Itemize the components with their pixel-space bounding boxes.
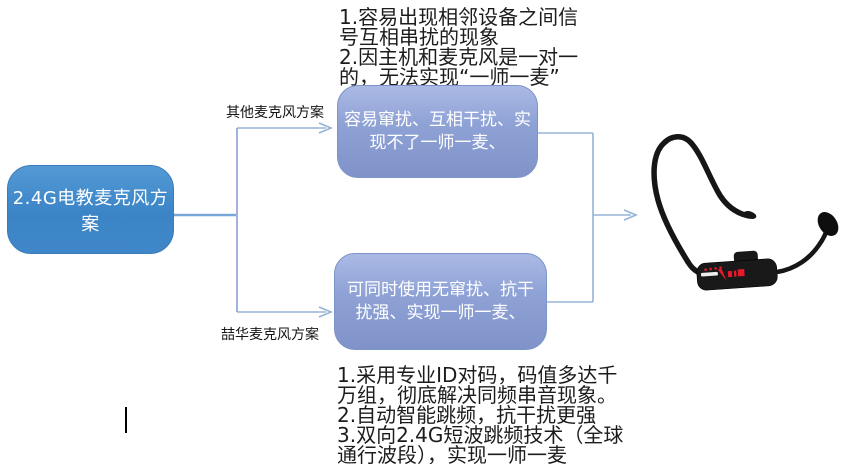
note-line: 2.自动智能跳频，抗干扰更强 bbox=[337, 403, 597, 427]
note-line: 3.双向2.4G短波跳频技术（全球 bbox=[337, 423, 624, 447]
note-line: 2.因主机和麦克风是一对一 bbox=[339, 45, 579, 69]
node-other-solution-result[interactable]: 容易窜扰、互相干扰、实现不了一师一麦、 bbox=[337, 85, 538, 178]
arrowhead-image-icon bbox=[623, 209, 639, 221]
headband-path bbox=[651, 134, 753, 265]
text-cursor bbox=[125, 407, 127, 433]
edge-label-other-solution[interactable]: 其他麦克风方案 bbox=[226, 105, 324, 121]
headset-microphone-image[interactable] bbox=[638, 98, 845, 353]
mic-boom bbox=[774, 226, 830, 275]
body-white-stripe bbox=[700, 271, 718, 277]
node-24g-mic-solution[interactable]: 2.4G电教麦克风方案 bbox=[7, 165, 174, 254]
mic-windscreen bbox=[817, 212, 839, 236]
note-line: 万组，彻底解决同频串音现象。 bbox=[337, 383, 617, 407]
arrowhead-bottom-icon bbox=[318, 306, 334, 318]
transmitter-body bbox=[696, 250, 778, 291]
note-line: 1.容易出现相邻设备之间信 bbox=[339, 5, 579, 29]
note-line: 1.采用专业ID对码，码值多达千 bbox=[337, 363, 618, 387]
band-neck bbox=[685, 259, 701, 275]
edge-label-zhehua-solution[interactable]: 喆华麦克风方案 bbox=[221, 327, 319, 343]
note-line: 通行波段），实现一师一麦 bbox=[337, 443, 567, 464]
note-other-solution-problems[interactable]: 1.容易出现相邻设备之间信 号互相串扰的现象 2.因主机和麦克风是一对一 的，无… bbox=[339, 7, 578, 87]
body-logo bbox=[717, 269, 727, 281]
note-zhehua-solution-features[interactable]: 1.采用专业ID对码，码值多达千 万组，彻底解决同频串音现象。 2.自动智能跳频… bbox=[337, 365, 623, 464]
ear-hook-tip bbox=[743, 211, 757, 219]
node-zhehua-solution-result-label: 可同时使用无窜扰、抗干扰强、实现一师一麦、 bbox=[347, 279, 534, 323]
note-line: 的，无法实现“一师一麦” bbox=[339, 65, 560, 89]
headset-microphone-drawing bbox=[651, 134, 839, 291]
node-zhehua-solution-result[interactable]: 可同时使用无窜扰、抗干扰强、实现一师一麦、 bbox=[334, 253, 547, 350]
node-24g-mic-solution-label: 2.4G电教麦克风方案 bbox=[12, 187, 169, 235]
note-line: 号互相串扰的现象 bbox=[339, 25, 499, 49]
node-other-solution-result-label: 容易窜扰、互相干扰、实现不了一师一麦、 bbox=[344, 109, 531, 153]
arrowhead-top-icon bbox=[318, 122, 334, 134]
